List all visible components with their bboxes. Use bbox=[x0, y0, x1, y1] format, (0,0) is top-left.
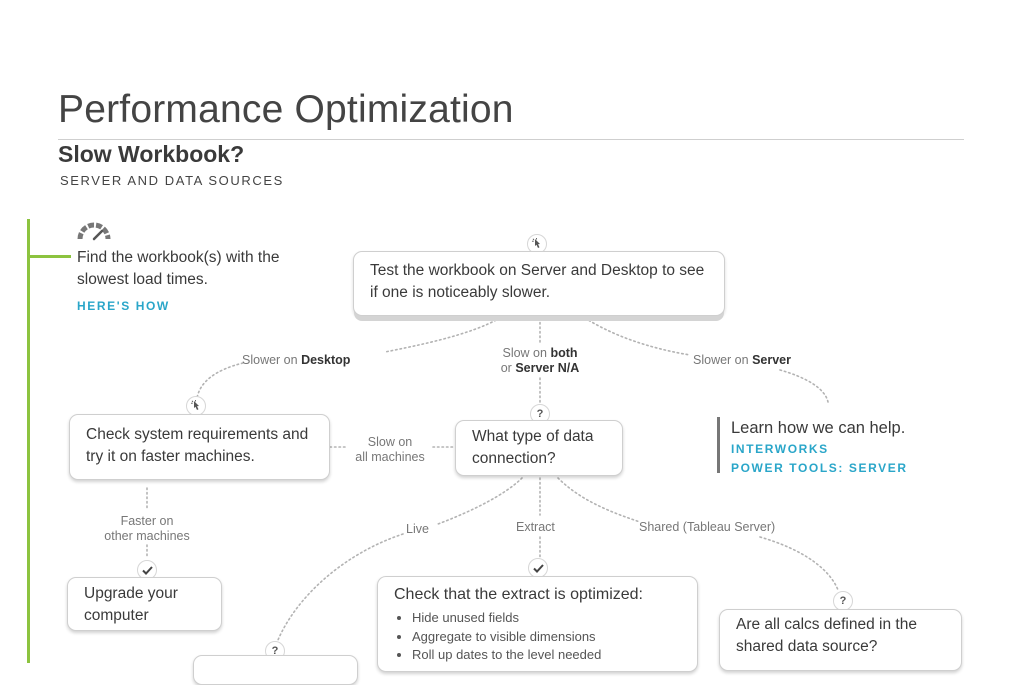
edge-label-bold: both bbox=[550, 346, 578, 360]
edge-label-bold: Server bbox=[752, 353, 791, 367]
connector-live-down bbox=[277, 533, 404, 641]
intro-block: Find the workbook(s) with the slowest lo… bbox=[77, 247, 327, 317]
edge-label-all-machines: Slow on all machines bbox=[345, 435, 435, 465]
title-divider bbox=[58, 139, 964, 140]
connector-conn-shared bbox=[557, 477, 641, 523]
node-text: Check system requirements and try it on … bbox=[86, 426, 309, 465]
connector-server-cta bbox=[779, 369, 829, 403]
edge-label-text: Faster on bbox=[120, 514, 174, 528]
node-system-requirements: Check system requirements and try it on … bbox=[69, 414, 330, 480]
edge-label-slower-server: Slower on Server bbox=[693, 353, 791, 368]
node-live-connection bbox=[193, 655, 358, 685]
connector-desktop-sysreq bbox=[196, 362, 244, 399]
edge-label-text: Slow on bbox=[502, 346, 551, 360]
pointer-icon bbox=[186, 396, 206, 416]
edge-label-live: Live bbox=[406, 522, 429, 536]
help-text: Learn how we can help. bbox=[731, 419, 906, 437]
edge-label-bold: Server N/A bbox=[515, 361, 580, 375]
power-tools-link[interactable]: POWER TOOLS: SERVER bbox=[731, 461, 908, 475]
list-item: Hide unused fields bbox=[412, 609, 681, 628]
page-subtitle: Slow Workbook? bbox=[58, 141, 245, 167]
speedometer-icon bbox=[77, 220, 111, 247]
edge-label-text: Slow on bbox=[367, 435, 413, 449]
page-title: Performance Optimization bbox=[58, 88, 514, 131]
extract-checklist: Hide unused fields Aggregate to visible … bbox=[394, 609, 681, 665]
edge-label-text: Slower on bbox=[242, 353, 302, 367]
interworks-link[interactable]: INTERWORKS bbox=[731, 442, 829, 456]
help-callout: Learn how we can help. INTERWORKS POWER … bbox=[717, 417, 908, 475]
accent-tick bbox=[27, 255, 71, 258]
edge-label-text: or bbox=[500, 361, 516, 375]
list-item: Roll up dates to the level needed bbox=[412, 646, 681, 665]
edge-label-shared: Shared (Tableau Server) bbox=[639, 520, 776, 534]
edge-label-text: Slower on bbox=[693, 353, 753, 367]
edge-label-bold: Desktop bbox=[301, 353, 351, 367]
intro-text: Find the workbook(s) with the slowest lo… bbox=[77, 249, 280, 288]
node-upgrade-computer: Upgrade your computer bbox=[67, 577, 222, 631]
edge-label-slower-desktop: Slower on Desktop bbox=[242, 353, 350, 368]
node-extract-optimized: Check that the extract is optimized: Hid… bbox=[377, 576, 698, 672]
connector-test-server bbox=[584, 317, 691, 356]
flow-connectors bbox=[146, 317, 839, 641]
edge-label-text: all machines bbox=[355, 450, 425, 464]
node-data-connection: What type of data connection? bbox=[455, 420, 623, 476]
node-shared-calcs: Are all calcs defined in the shared data… bbox=[719, 609, 962, 671]
edge-label-extract: Extract bbox=[516, 520, 555, 534]
node-text: What type of data connection? bbox=[472, 428, 594, 467]
connector-shared-calcs bbox=[759, 536, 839, 591]
accent-bar bbox=[27, 219, 30, 663]
question-icon: ? bbox=[833, 591, 853, 611]
edge-label-slow-both: Slow on both or Server N/A bbox=[478, 346, 602, 376]
connector-conn-live bbox=[437, 477, 523, 525]
node-text: Upgrade your computer bbox=[84, 585, 178, 624]
edge-label-faster-machines: Faster on other machines bbox=[92, 514, 202, 544]
node-text: Test the workbook on Server and Desktop … bbox=[370, 262, 705, 301]
edge-label-text: other machines bbox=[104, 529, 190, 543]
node-text: Are all calcs defined in the shared data… bbox=[736, 616, 917, 655]
node-test-server-desktop: Test the workbook on Server and Desktop … bbox=[353, 251, 725, 316]
list-item: Aggregate to visible dimensions bbox=[412, 628, 681, 647]
node-text: Check that the extract is optimized: bbox=[394, 586, 643, 603]
heres-how-link[interactable]: HERE'S HOW bbox=[77, 299, 170, 313]
section-label: SERVER AND DATA SOURCES bbox=[60, 173, 284, 188]
connector-test-desktop bbox=[384, 317, 501, 353]
check-icon bbox=[528, 558, 548, 578]
